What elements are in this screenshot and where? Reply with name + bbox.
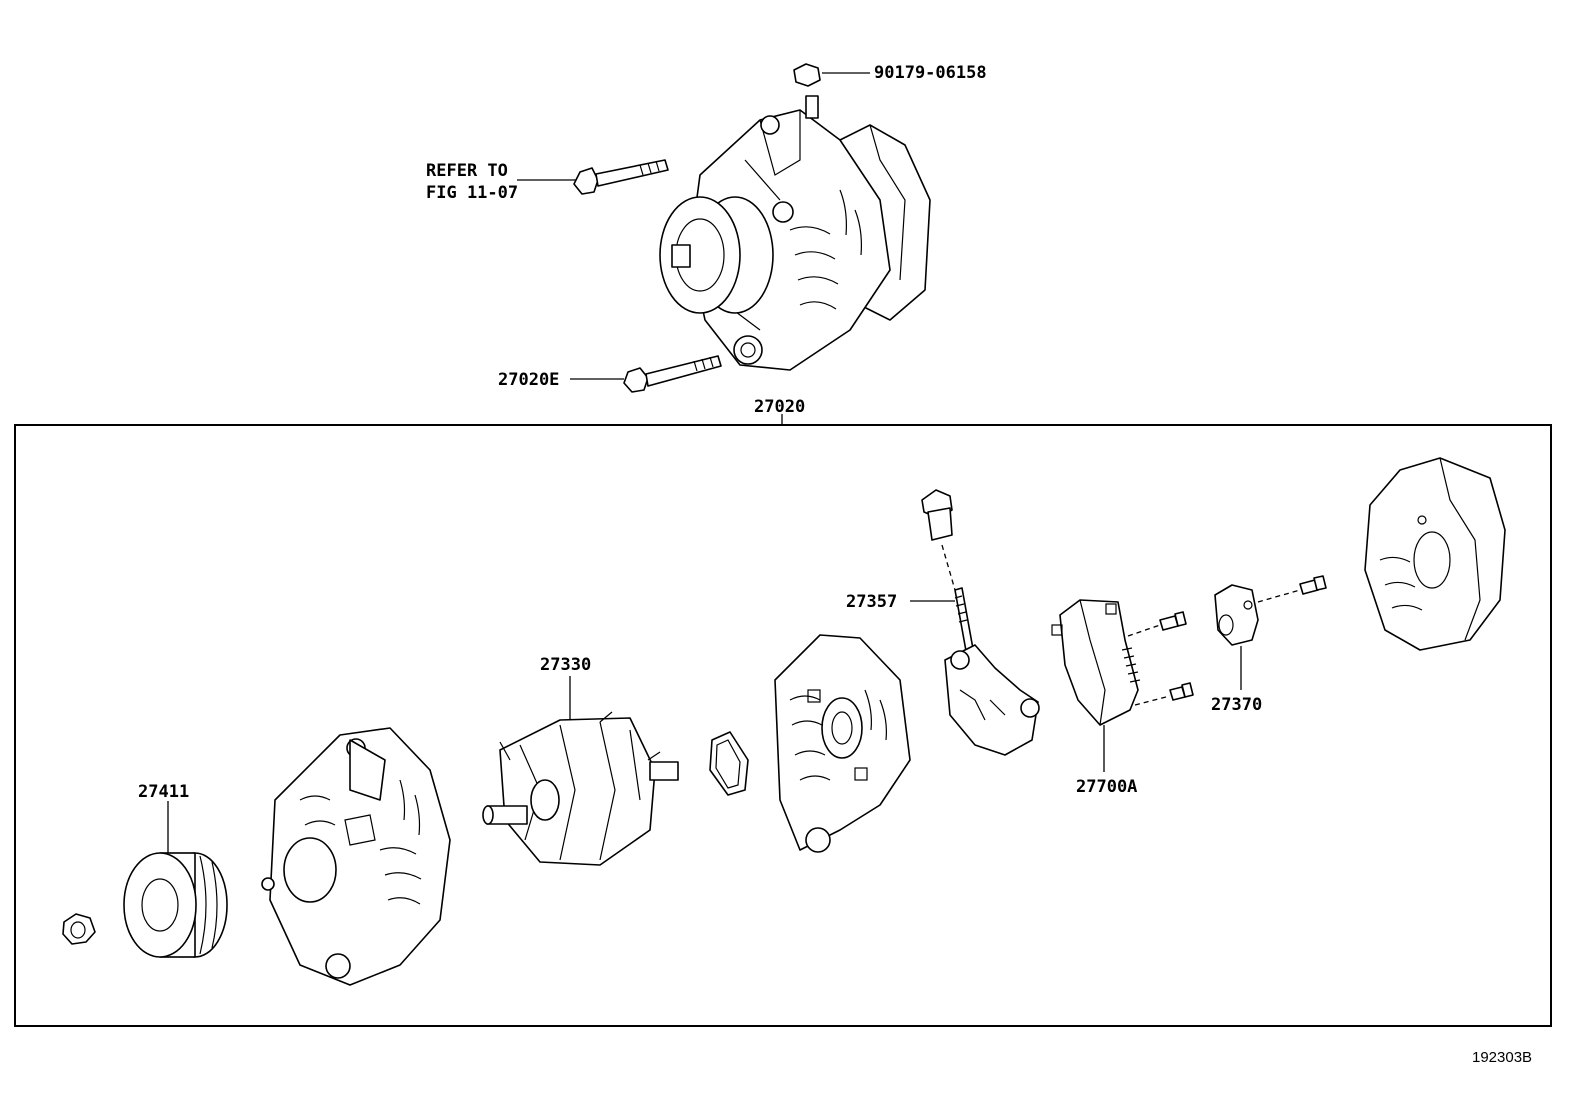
regulator-part — [1051, 599, 1141, 726]
pulley-part — [123, 852, 228, 958]
label-group: 27020 — [754, 397, 805, 417]
pulley-nut — [62, 913, 96, 945]
terminal-insulator-part — [921, 489, 1040, 756]
regulator-screw-lower — [1134, 682, 1194, 706]
rear-end-cover — [1364, 457, 1506, 651]
label-regulator: 27700A — [1076, 777, 1137, 797]
group-frame — [14, 424, 1552, 1027]
alternator-assembly-drawing — [659, 63, 931, 371]
holder-cover-part — [1214, 575, 1327, 646]
label-nut-top: 90179-06158 — [874, 63, 987, 83]
diagram-reference-id: 192303B — [1472, 1049, 1532, 1066]
label-refer-to-line2: FIG 11-07 — [426, 183, 518, 203]
through-bolt-upper — [573, 159, 669, 195]
label-refer-to-line1: REFER TO — [426, 161, 508, 181]
label-holder-cover: 27370 — [1211, 695, 1262, 715]
label-rotor: 27330 — [540, 655, 591, 675]
label-pulley: 27411 — [138, 782, 189, 802]
through-bolt-lower — [623, 355, 722, 393]
rectifier-end-frame — [774, 634, 911, 853]
retainer-ring — [709, 731, 749, 796]
label-terminal-insulator: 27357 — [846, 592, 897, 612]
regulator-screw-upper — [1127, 611, 1187, 637]
drive-end-frame — [261, 727, 451, 986]
label-bolt-lower: 27020E — [498, 370, 559, 390]
rotor-part — [482, 711, 679, 866]
